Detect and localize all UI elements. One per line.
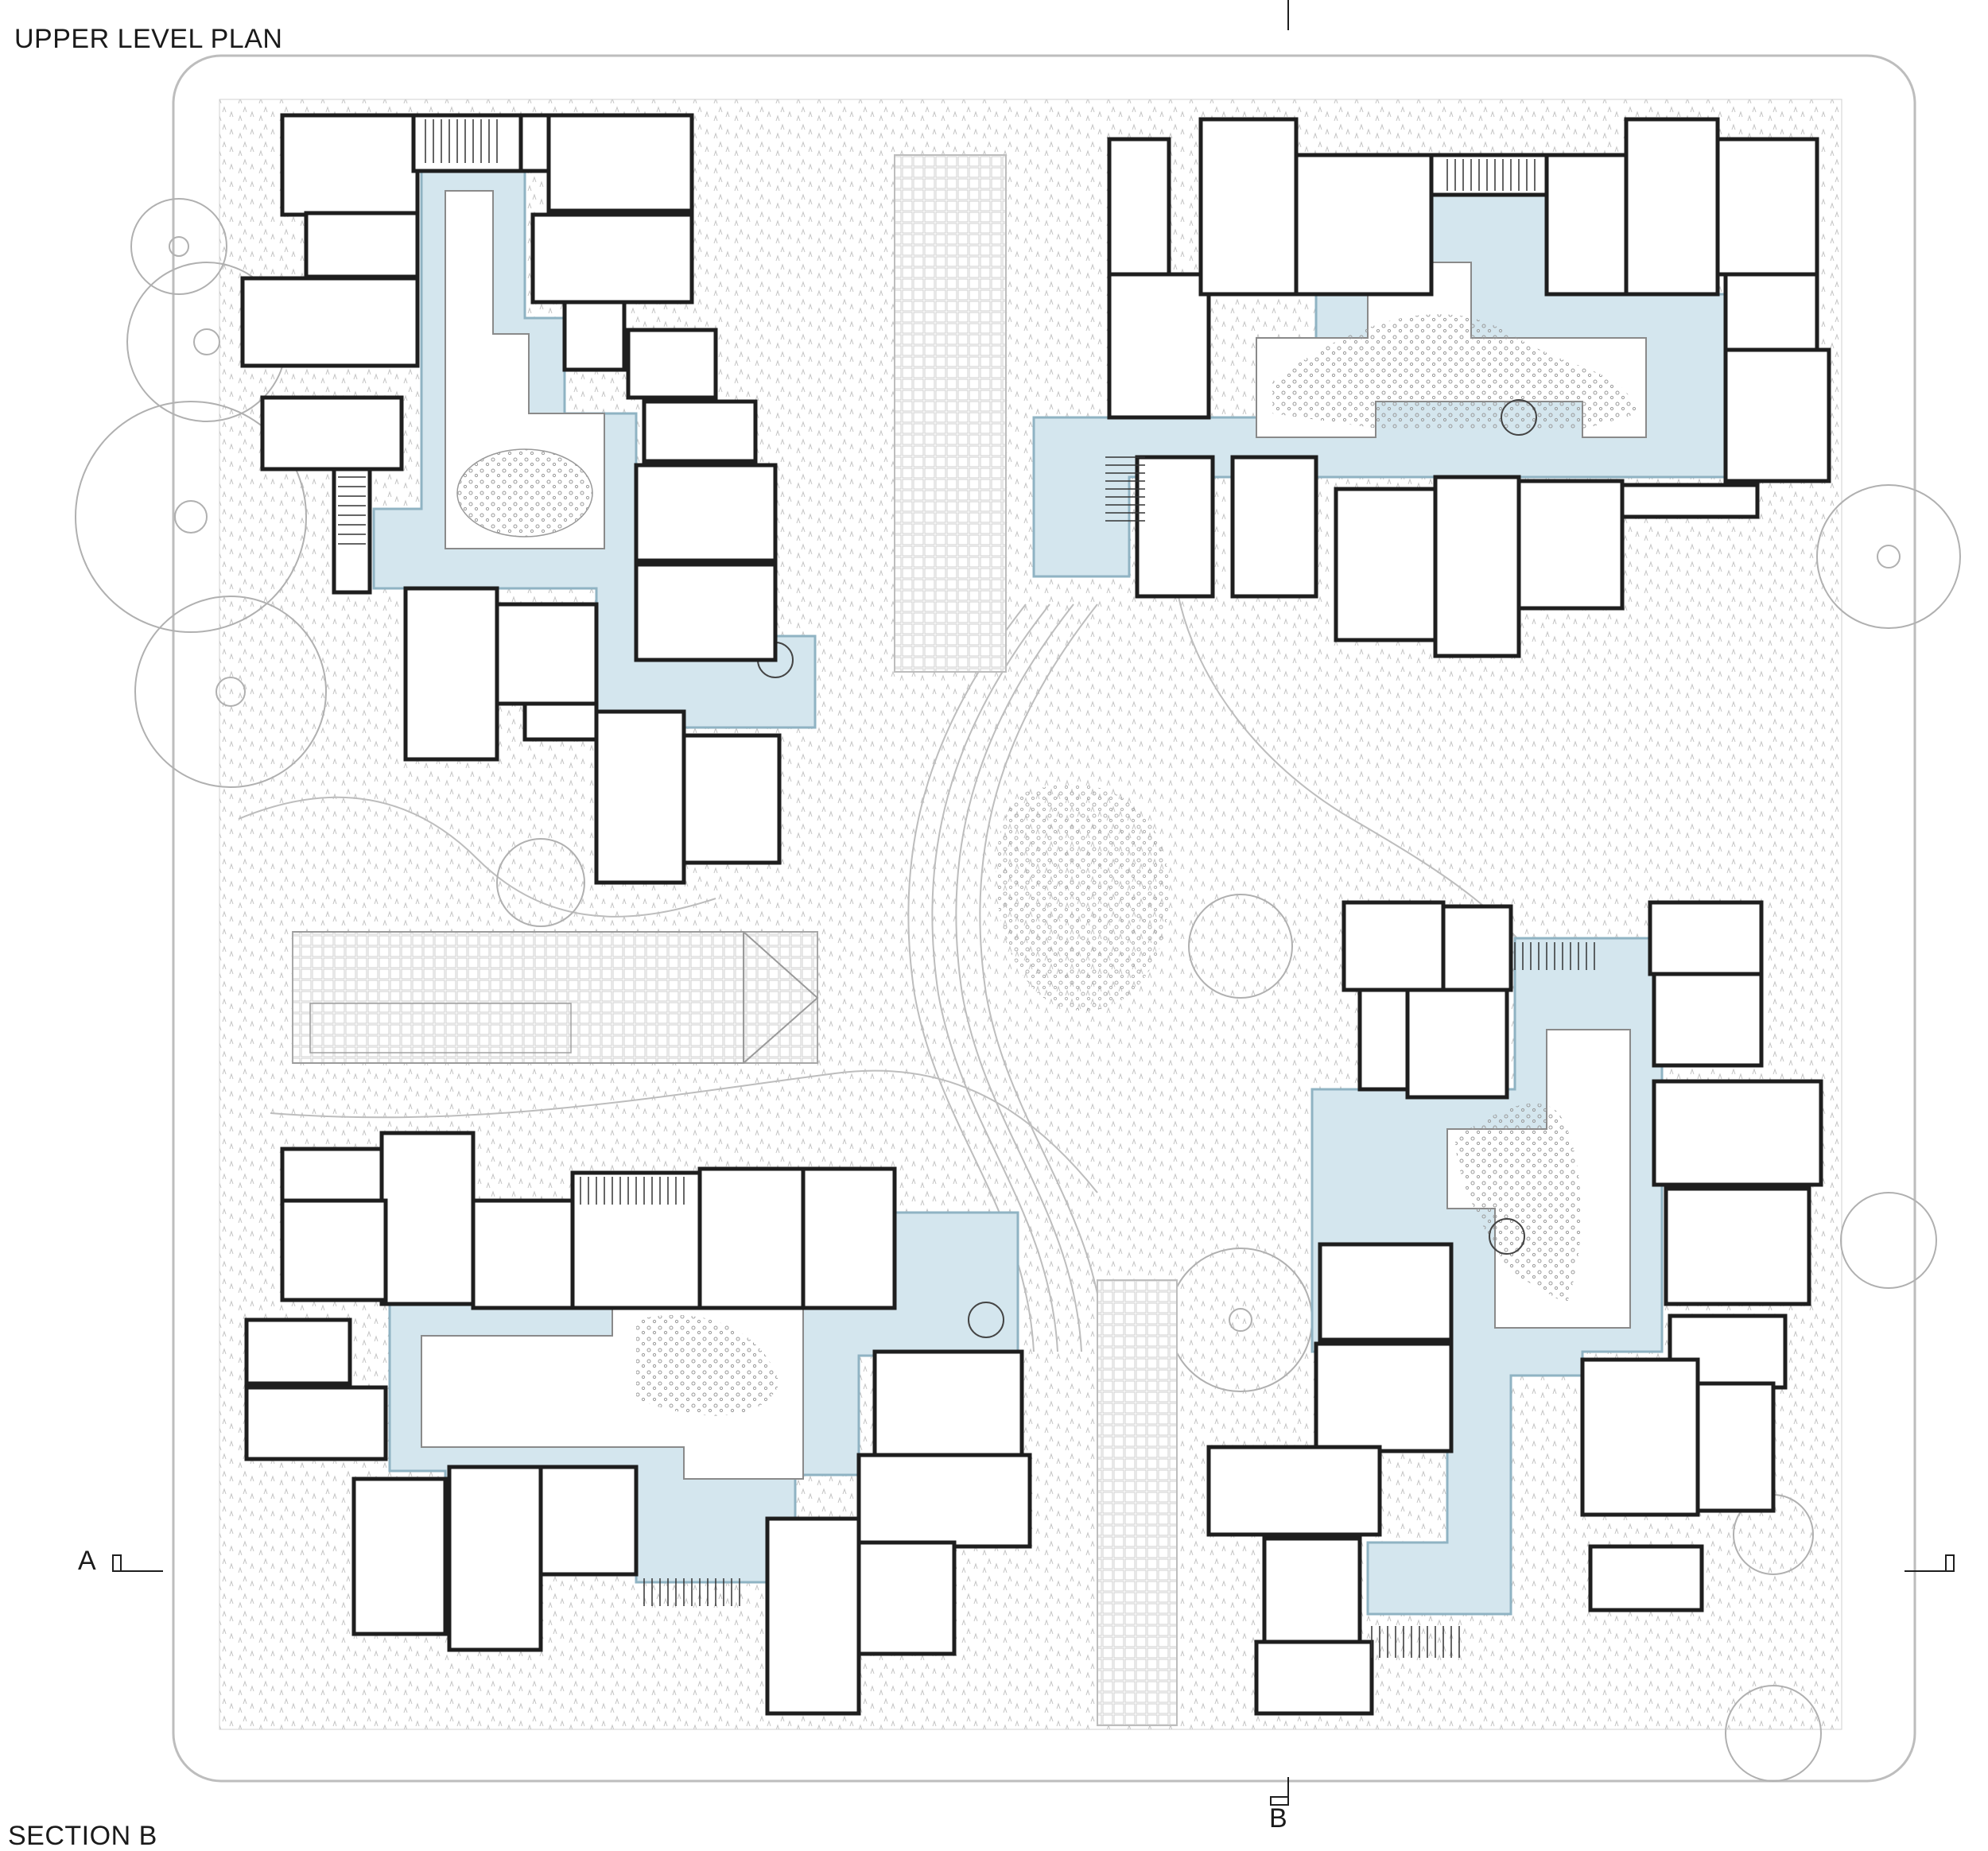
roof-ridge [293, 931, 819, 1064]
roof-bays [309, 1003, 572, 1054]
paved-path-south [1097, 1279, 1178, 1726]
garden-northwest [456, 448, 593, 537]
plan-title: UPPER LEVEL PLAN [14, 24, 283, 54]
cluster-northeast [1032, 117, 1831, 658]
units-southeast [1206, 900, 1823, 1716]
garden-southwest [636, 1314, 779, 1416]
section-marker-b: B [1269, 1803, 1287, 1834]
paved-path-north [894, 154, 1007, 673]
cluster-northwest [240, 113, 817, 885]
section-cut-b [1270, 0, 1289, 1806]
garden-northeast [1272, 314, 1638, 429]
units-southwest [244, 1131, 1032, 1716]
table-southwest [968, 1302, 1004, 1338]
stairs-northwest [338, 119, 498, 545]
roof-structure [292, 931, 818, 1064]
tree-canopies [75, 198, 1961, 1782]
stairs-southwest [580, 1177, 740, 1606]
cluster-southwest [244, 1131, 1032, 1716]
section-marker-a: A [78, 1546, 96, 1576]
contour-lines [238, 588, 1559, 1352]
table-northeast [1501, 399, 1537, 436]
table-southeast [1489, 1218, 1525, 1255]
stairs-southeast [1371, 942, 1595, 1658]
site-boundary [172, 54, 1916, 1783]
units-northwest [240, 113, 782, 885]
garden-southeast [1455, 1103, 1582, 1304]
units-northeast [1107, 117, 1831, 658]
section-cut-a [112, 1554, 1955, 1572]
cluster-southeast [1206, 900, 1823, 1716]
gravel-patch [996, 784, 1169, 1011]
stairs-northeast [1105, 159, 1536, 522]
